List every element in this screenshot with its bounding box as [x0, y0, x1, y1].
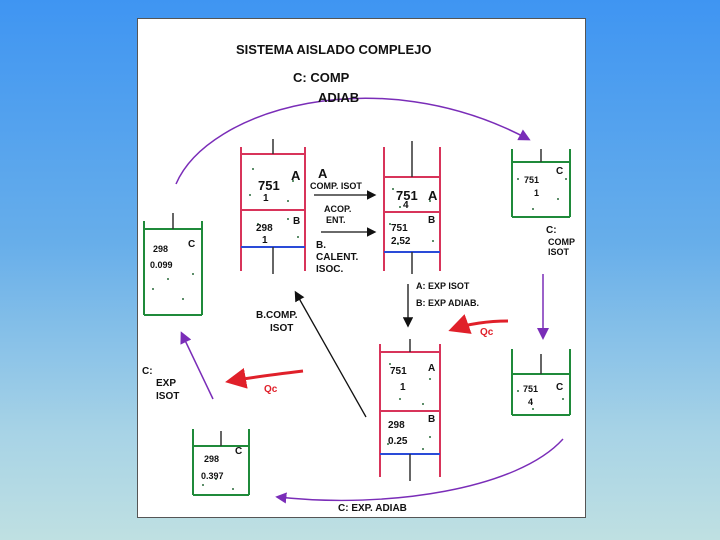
cbl-vol: 0.397 [201, 471, 224, 481]
left-arrow-label-3: ISOT [156, 391, 180, 402]
crb-label: C [556, 382, 564, 393]
down-label-2: B: EXP ADIAB. [416, 298, 480, 308]
cb-a-label: A [428, 363, 436, 374]
cylinder-top-right [383, 141, 441, 274]
arrow-exp-isot [180, 331, 214, 400]
heat-arrow-right [448, 314, 509, 334]
right-arrow-label-3: ISOT [548, 247, 570, 257]
proc-a-label: A [318, 166, 328, 181]
crt-vol: 1 [534, 188, 540, 198]
heat-left-label: Qc [264, 384, 278, 395]
cb-b-vol: 0.25 [388, 436, 408, 447]
proc-acop-2: ENT. [326, 215, 346, 225]
ctl-a-label: A [291, 168, 301, 183]
ctl-a-vol: 1 [263, 193, 269, 204]
cbl-label: C [235, 446, 243, 457]
crt-temp: 751 [524, 175, 540, 185]
ctr-a-label: A [428, 188, 438, 203]
down-label-1: A: EXP ISOT [416, 281, 470, 291]
cl-label: C [188, 239, 196, 250]
left-arrow-label-2: EXP [156, 378, 177, 389]
ctr-b-temp: 751 [391, 223, 408, 234]
cl-vol: 0.099 [150, 260, 173, 270]
cl-temp: 298 [153, 244, 169, 254]
ctr-a-temp: 751 [396, 188, 418, 203]
cylinder-right-bottom [511, 349, 571, 416]
crb-vol: 4 [528, 397, 534, 407]
cb-a-temp: 751 [390, 366, 407, 377]
arrow-b-comp [294, 290, 367, 418]
diagram-title: SISTEMA AISLADO COMPLEJO [236, 42, 432, 57]
arrow-comp-adiab [175, 97, 531, 185]
left-arrow-label-1: C: [142, 366, 153, 377]
proc-b-2: CALENT. [316, 252, 359, 263]
arrow-exp-adiab [275, 438, 564, 504]
right-arrow-label-2: COMP [548, 237, 575, 247]
b-comp-1: B.COMP. [256, 310, 298, 321]
cylinder-bottom-left [192, 429, 250, 496]
proc-b-3: ISOC. [316, 264, 344, 275]
cb-b-temp: 298 [388, 420, 405, 431]
cb-b-label: B [428, 414, 436, 425]
ctr-b-vol: 2.52 [391, 236, 411, 247]
crb-temp: 751 [523, 384, 539, 394]
cylinder-top-left [240, 139, 306, 274]
ctr-a-vol: 4 [403, 200, 409, 211]
ctl-a-temp: 751 [258, 178, 280, 193]
top-arrow-label-1: C: COMP [293, 70, 350, 85]
slide: SISTEMA AISLADO COMPLEJO C: COMP ADIAB 7… [137, 18, 586, 518]
b-comp-2: ISOT [270, 323, 294, 334]
bottom-arrow-label: C: EXP. ADIAB [338, 503, 407, 514]
ctl-b-temp: 298 [256, 223, 273, 234]
cb-a-vol: 1 [400, 382, 406, 393]
proc-b-1: B. [316, 240, 326, 251]
crt-label: C [556, 166, 564, 177]
top-arrow-label-2: ADIAB [318, 90, 360, 105]
ctl-b-vol: 1 [262, 235, 268, 246]
heat-arrow-left [225, 367, 304, 389]
diagram-graphics [143, 97, 571, 504]
cylinder-bottom-center [379, 339, 441, 481]
cylinder-left [143, 213, 203, 316]
ctl-b-label: B [293, 216, 301, 227]
cylinder-right-top [511, 149, 571, 218]
heat-right-label: Qc [480, 327, 494, 338]
proc-acop-1: ACOP. [324, 204, 352, 214]
ctr-b-label: B [428, 215, 436, 226]
gas-particles [152, 168, 567, 490]
right-arrow-label-1: C: [546, 225, 557, 236]
proc-a-desc: COMP. ISOT [310, 181, 362, 191]
cbl-temp: 298 [204, 454, 220, 464]
